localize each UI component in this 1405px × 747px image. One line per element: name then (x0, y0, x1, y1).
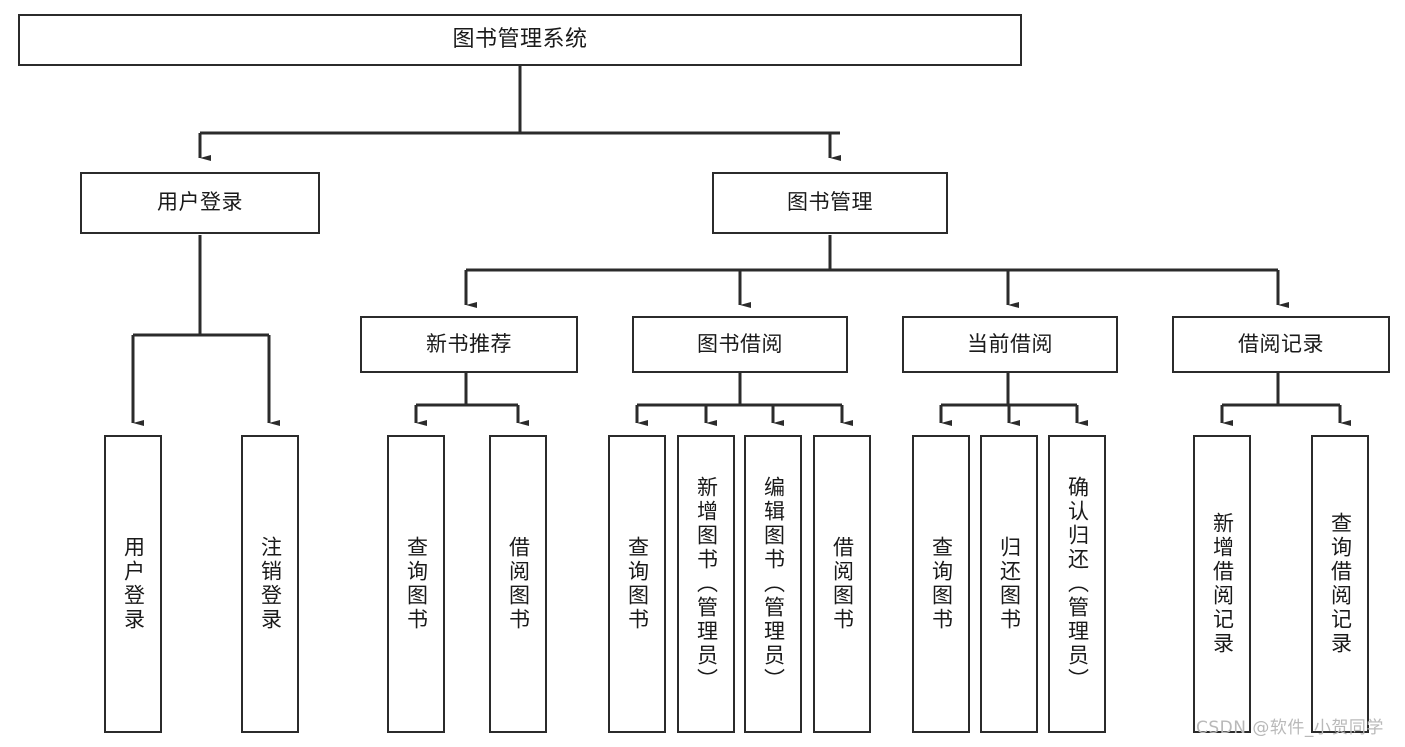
leaf-label: 归还图书 (997, 536, 1022, 632)
csdn-watermark: CSDN @软件_小贺同学 (1196, 718, 1384, 738)
leaf-label: 编辑图书（管理员） (761, 476, 786, 692)
leaf-borrow-record-query-record[interactable]: 查询借阅记录 (1311, 435, 1369, 733)
leaf-label: 新增借阅记录 (1210, 512, 1235, 656)
leaf-new-book-query-book[interactable]: 查询图书 (387, 435, 445, 733)
leaf-label: 查询图书 (625, 536, 650, 632)
node-root-label: 图书管理系统 (452, 26, 588, 52)
leaf-label: 用户登录 (121, 536, 146, 632)
node-user-login[interactable]: 用户登录 (80, 172, 320, 234)
node-user-login-label: 用户登录 (157, 190, 243, 215)
node-new-book-recommend[interactable]: 新书推荐 (360, 316, 578, 373)
node-borrow-record[interactable]: 借阅记录 (1172, 316, 1390, 373)
leaf-book-borrow-borrow-book[interactable]: 借阅图书 (813, 435, 871, 733)
leaf-label: 新增图书（管理员） (694, 476, 719, 692)
node-book-borrow[interactable]: 图书借阅 (632, 316, 848, 373)
leaf-label: 借阅图书 (506, 536, 531, 632)
leaf-label: 查询图书 (404, 536, 429, 632)
leaf-label: 确认归还（管理员） (1065, 476, 1090, 692)
node-book-management-label: 图书管理 (787, 190, 873, 215)
node-book-borrow-label: 图书借阅 (697, 331, 783, 356)
leaf-book-borrow-add-book-admin[interactable]: 新增图书（管理员） (677, 435, 735, 733)
leaf-new-book-borrow-book[interactable]: 借阅图书 (489, 435, 547, 733)
node-current-borrow[interactable]: 当前借阅 (902, 316, 1118, 373)
node-borrow-record-label: 借阅记录 (1238, 331, 1324, 356)
leaf-current-borrow-confirm-return-admin[interactable]: 确认归还（管理员） (1048, 435, 1106, 733)
node-root-book-management-system[interactable]: 图书管理系统 (18, 14, 1022, 66)
node-book-management[interactable]: 图书管理 (712, 172, 948, 234)
leaf-current-borrow-return-book[interactable]: 归还图书 (980, 435, 1038, 733)
leaf-label: 查询图书 (929, 536, 954, 632)
leaf-current-borrow-query-book[interactable]: 查询图书 (912, 435, 970, 733)
leaf-label: 借阅图书 (830, 536, 855, 632)
leaf-book-borrow-query-book[interactable]: 查询图书 (608, 435, 666, 733)
leaf-book-borrow-edit-book-admin[interactable]: 编辑图书（管理员） (744, 435, 802, 733)
leaf-user-login-logout[interactable]: 注销登录 (241, 435, 299, 733)
leaf-label: 注销登录 (258, 536, 283, 632)
leaf-borrow-record-add-record[interactable]: 新增借阅记录 (1193, 435, 1251, 733)
node-current-borrow-label: 当前借阅 (967, 331, 1053, 356)
node-new-book-recommend-label: 新书推荐 (426, 331, 512, 356)
leaf-label: 查询借阅记录 (1328, 512, 1353, 656)
leaf-user-login-login[interactable]: 用户登录 (104, 435, 162, 733)
